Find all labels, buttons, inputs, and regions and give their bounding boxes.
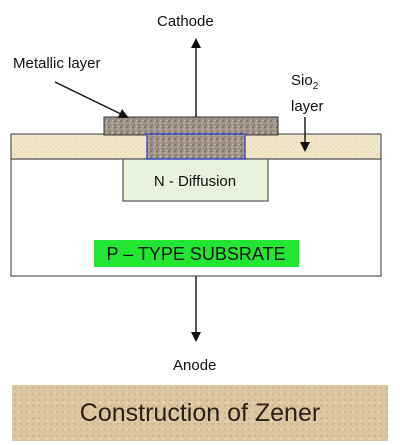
metallic-layer-pointer xyxy=(54,81,129,118)
p-substrate-label-highlight xyxy=(94,240,299,267)
n-diffusion-label: N - Diffusion xyxy=(154,173,236,190)
metallic-layer xyxy=(103,116,279,136)
p-substrate-label: P – TYPE SUBSRATE xyxy=(106,244,285,264)
sio2-layer-label: layer xyxy=(291,98,324,115)
sio2-label: Sio2 xyxy=(291,72,319,92)
anode-label: Anode xyxy=(173,357,216,374)
metallic-layer-label: Metallic layer xyxy=(13,55,101,72)
cathode-label: Cathode xyxy=(157,13,214,30)
metal-contact xyxy=(146,133,246,160)
caption-text: Construction of Zener xyxy=(79,398,321,427)
caption-banner: Construction of Zener xyxy=(12,385,388,441)
